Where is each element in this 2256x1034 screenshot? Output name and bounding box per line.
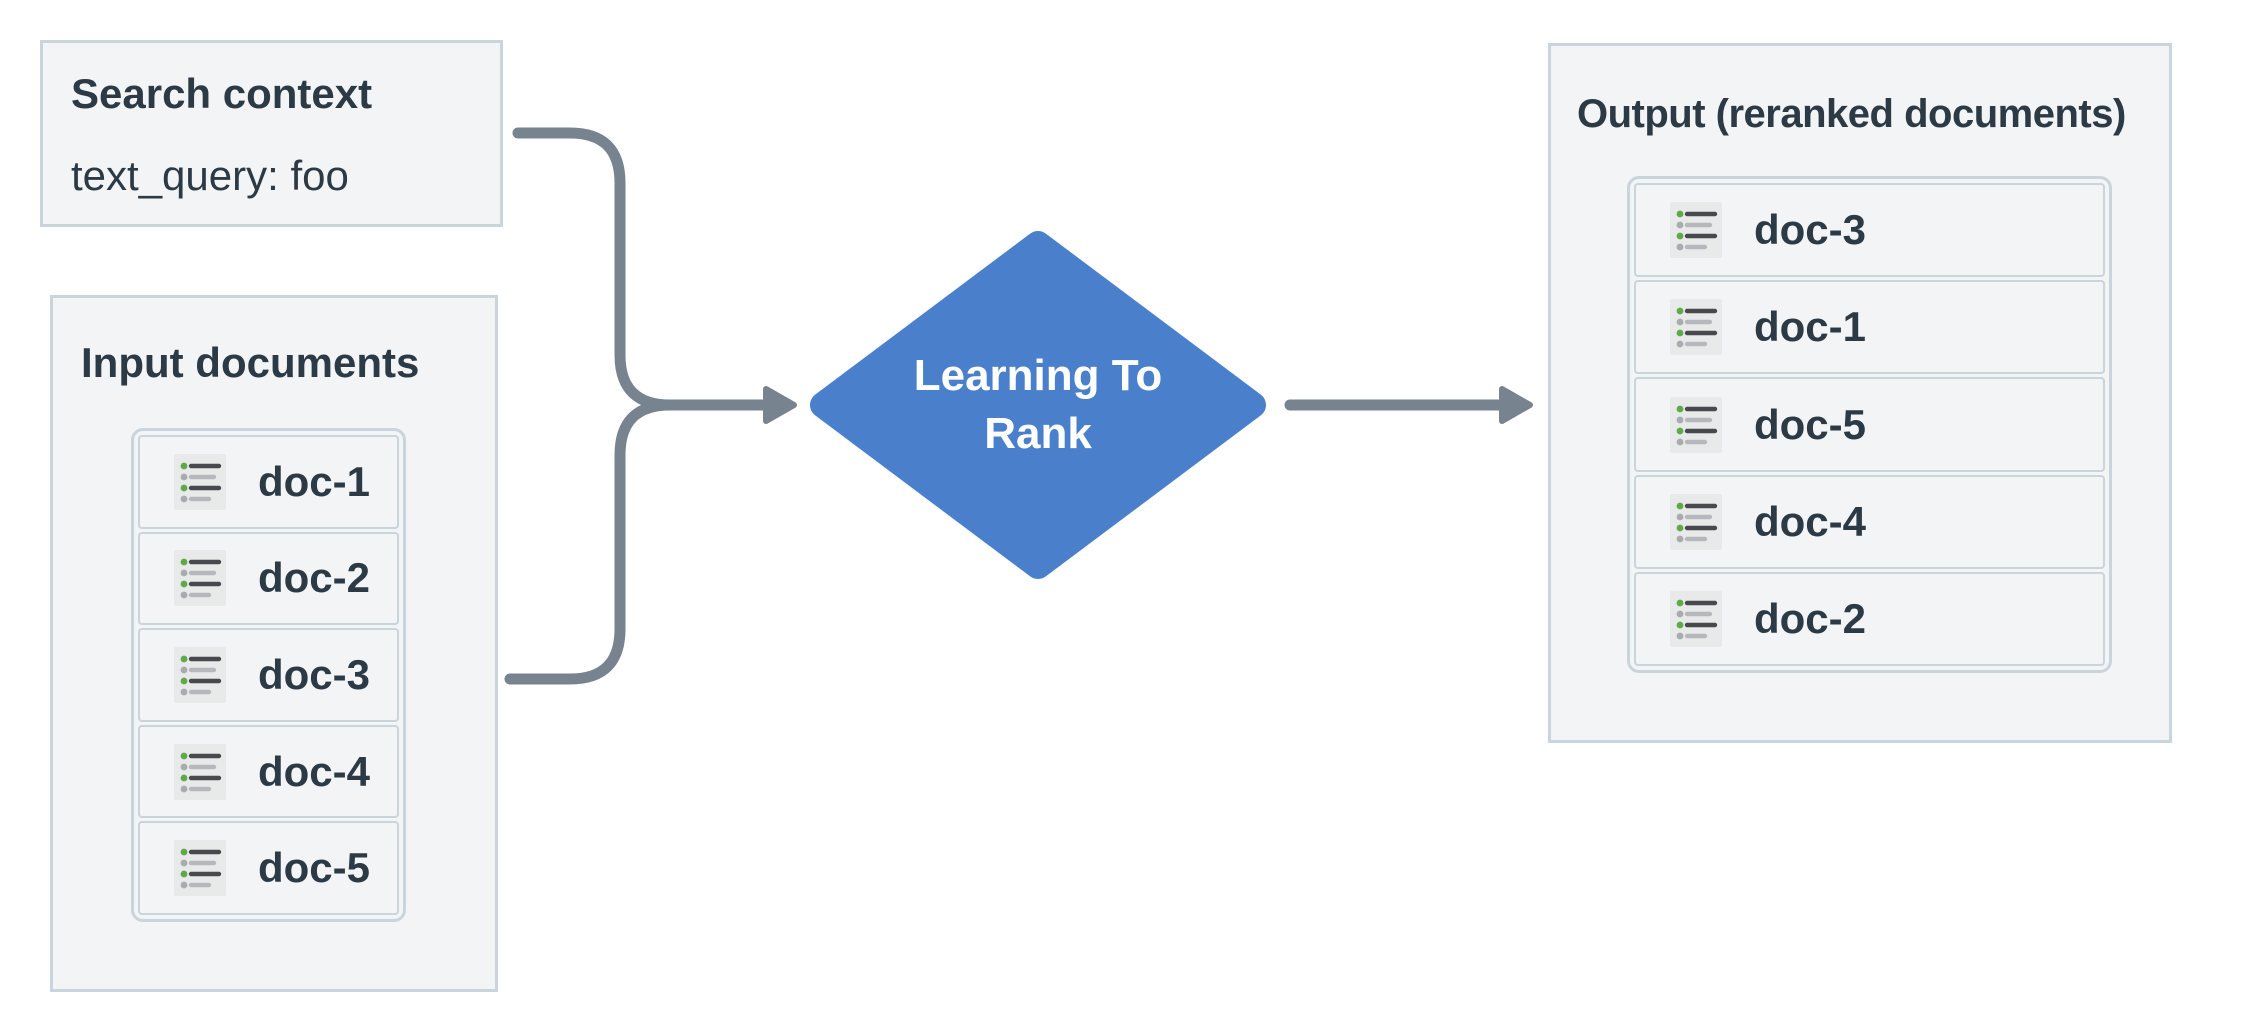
bullet-list-icon: [1670, 590, 1722, 647]
doc-row: doc-1: [1634, 280, 2105, 375]
search-context-box: Search context text_query: foo: [40, 40, 503, 227]
doc-label: doc-4: [258, 747, 371, 795]
doc-label: doc-5: [1754, 400, 1867, 448]
doc-label: doc-3: [1754, 206, 1867, 254]
bullet-list-icon: [1670, 493, 1722, 550]
bullet-list-icon: [174, 550, 226, 607]
doc-row: doc-5: [1634, 377, 2105, 472]
doc-row: doc-1: [138, 435, 399, 529]
output-title: Output (reranked documents): [1577, 92, 2126, 136]
ranker-label: Learning To Rank: [913, 350, 1163, 458]
doc-label: doc-2: [258, 554, 371, 602]
input-documents-list: doc-1: [131, 428, 406, 922]
arrow-right-icon: [763, 386, 797, 424]
doc-row: doc-3: [138, 628, 399, 722]
arrow-right-icon: [1499, 386, 1533, 424]
doc-row: doc-4: [1634, 474, 2105, 569]
doc-row: doc-2: [138, 531, 399, 626]
wire-input-documents: [504, 399, 676, 685]
doc-label: doc-2: [1754, 594, 1867, 642]
bullet-list-icon: [1670, 299, 1722, 356]
wire-search-context: [512, 127, 676, 411]
bullet-list-icon: [1670, 396, 1722, 453]
doc-row: doc-3: [1634, 183, 2105, 278]
doc-label: doc-5: [258, 844, 371, 892]
bullet-list-icon: [174, 453, 226, 510]
search-context-title: Search context: [71, 70, 373, 117]
doc-label: doc-1: [1754, 303, 1867, 351]
doc-row: doc-5: [138, 821, 399, 915]
bullet-list-icon: [174, 743, 226, 800]
bullet-list-icon: [174, 840, 226, 897]
diamond-shape: [810, 231, 1266, 579]
output-box: Output (reranked documents): [1548, 43, 2172, 743]
bullet-list-icon: [174, 646, 226, 703]
bullet-list-icon: [1670, 202, 1722, 259]
input-documents-box: Input documents: [50, 295, 498, 992]
doc-row: doc-4: [138, 724, 399, 819]
doc-row: doc-2: [1634, 571, 2105, 667]
input-documents-title: Input documents: [81, 339, 420, 386]
output-documents-list: doc-3: [1627, 176, 2112, 673]
doc-label: doc-3: [258, 650, 371, 698]
doc-label: doc-4: [1754, 497, 1867, 545]
doc-label: doc-1: [258, 457, 371, 505]
search-context-query: text_query: foo: [71, 152, 349, 199]
